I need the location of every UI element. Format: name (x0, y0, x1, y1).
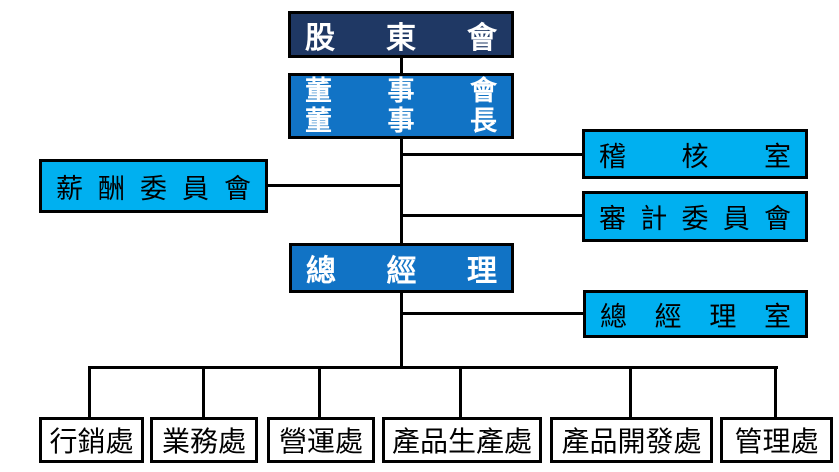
org-node-dept-product-production-label: 產品生產處 (391, 426, 532, 457)
org-node-general-manager: 總經理 (289, 243, 514, 293)
org-node-audit-committee-label: 審計委員會 (599, 204, 791, 234)
org-node-dept-product-production: 產品生產處 (382, 417, 542, 463)
connector-drop-sales (202, 366, 205, 417)
org-node-shareholders: 股東會 (288, 11, 514, 58)
org-node-general-manager-label: 總經理 (306, 255, 497, 288)
org-node-board-line1: 董事會 (305, 76, 497, 106)
connector-drop-operations (318, 366, 321, 417)
org-node-compensation-committee-label: 薪酬委員會 (56, 173, 251, 204)
connector-gm-departments (400, 293, 403, 369)
connector-board-gm (400, 139, 403, 243)
org-node-dept-operations-label: 營運處 (278, 426, 363, 457)
connector-drop-production (459, 366, 462, 417)
org-node-audit-office: 稽核室 (582, 129, 808, 179)
org-node-dept-management: 管理處 (720, 417, 833, 463)
org-node-board-line2: 董事長 (305, 106, 497, 136)
org-node-gm-office-label: 總經理室 (600, 301, 791, 332)
connector-shareholders-board (400, 58, 403, 73)
org-node-compensation-committee: 薪酬委員會 (39, 159, 268, 213)
org-node-audit-office-label: 稽核室 (599, 141, 791, 172)
connector-compensation-committee (266, 184, 402, 187)
org-node-dept-management-label: 管理處 (734, 426, 819, 457)
connector-audit-committee (400, 214, 584, 217)
connector-gm-office (400, 312, 585, 315)
org-node-audit-committee: 審計委員會 (582, 191, 808, 242)
org-node-dept-marketing-label: 行銷處 (49, 426, 134, 457)
connector-drop-marketing (88, 366, 91, 417)
org-node-dept-product-development-label: 產品開發處 (561, 426, 702, 457)
connector-drop-management (774, 366, 777, 417)
org-node-dept-marketing: 行銷處 (39, 417, 144, 463)
org-node-dept-operations: 營運處 (267, 417, 375, 463)
connector-departments-bus (88, 366, 778, 369)
org-node-board: 董事會 董事長 (288, 73, 514, 139)
org-node-dept-product-development: 產品開發處 (550, 417, 713, 463)
org-node-dept-sales-label: 業務處 (161, 426, 246, 457)
connector-audit-office (400, 153, 584, 156)
org-node-dept-sales: 業務處 (150, 417, 258, 463)
org-node-gm-office: 總經理室 (583, 290, 808, 338)
org-node-shareholders-label: 股東會 (305, 21, 497, 55)
connector-drop-development (629, 366, 632, 417)
